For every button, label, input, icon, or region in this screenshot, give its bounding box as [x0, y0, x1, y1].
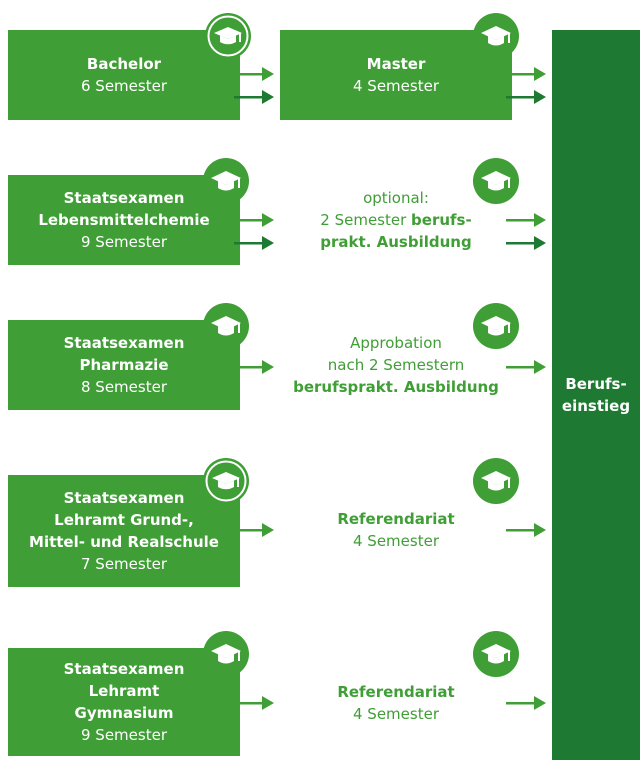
master-title: Master — [366, 55, 426, 73]
lg-duration: 7 Semester — [81, 555, 167, 573]
ref-grund-title: Referendariat — [337, 510, 455, 528]
graduation-cap-icon — [202, 157, 250, 205]
ref-gym-duration: 4 Semester — [353, 705, 439, 723]
arrow-icon — [234, 90, 274, 104]
career-label-line2: einstieg — [561, 397, 631, 415]
arrow-icon — [506, 696, 546, 710]
graduation-cap-icon — [472, 630, 520, 678]
arrow-icon — [506, 213, 546, 227]
graduation-cap-icon — [472, 302, 520, 350]
arrow-icon — [506, 90, 546, 104]
graduation-cap-icon — [204, 12, 252, 60]
arrow-icon — [234, 523, 274, 537]
pharm-mid-line2: nach 2 Semestern — [327, 356, 465, 374]
gym-title-line3: Gymnasium — [74, 704, 174, 722]
pharm-approbation: Approbation nach 2 Semestern berufsprakt… — [280, 330, 512, 400]
master-box: Master 4 Semester — [280, 30, 512, 120]
lg-title-line1: Staatsexamen — [63, 489, 185, 507]
arrow-icon — [234, 236, 274, 250]
arrow-icon — [506, 523, 546, 537]
lehramt-gymnasium-box: Staatsexamen Lehramt Gymnasium 9 Semeste… — [8, 648, 240, 756]
arrow-icon — [506, 236, 546, 250]
lg-title-line3: Mittel- und Realschule — [29, 533, 219, 551]
pharmazie-box: Staatsexamen Pharmazie 8 Semester — [8, 320, 240, 410]
gym-title-line2: Lehramt — [88, 682, 160, 700]
arrow-icon — [234, 67, 274, 81]
arrow-icon — [234, 360, 274, 374]
graduation-cap-icon — [202, 457, 250, 505]
arrow-icon — [506, 67, 546, 81]
lmc-duration: 9 Semester — [81, 233, 167, 251]
career-entry-bar: Berufs- einstieg — [552, 30, 640, 760]
graduation-cap-icon — [472, 157, 520, 205]
pharm-duration: 8 Semester — [81, 378, 167, 396]
arrow-icon — [234, 696, 274, 710]
pharm-title-line1: Staatsexamen — [63, 334, 185, 352]
lmc-mid-line2: 2 Semester berufs- — [320, 209, 471, 231]
lmc-mid-line1: optional: — [363, 189, 429, 207]
graduation-cap-icon — [472, 12, 520, 60]
lmc-title-line2: Lebensmittelchemie — [38, 211, 210, 229]
lmc-mid-line2-normal: 2 Semester — [320, 211, 412, 229]
ref-gym-title: Referendariat — [337, 683, 455, 701]
pharm-title-line2: Pharmazie — [79, 356, 169, 374]
graduation-cap-icon — [472, 457, 520, 505]
lebensmittelchemie-box: Staatsexamen Lebensmittelchemie 9 Semest… — [8, 175, 240, 265]
arrow-icon — [234, 213, 274, 227]
graduation-cap-icon — [202, 630, 250, 678]
gym-title-line1: Staatsexamen — [63, 660, 185, 678]
lmc-mid-line3: prakt. Ausbildung — [320, 233, 472, 251]
lg-title-line2: Lehramt Grund-, — [54, 511, 194, 529]
gym-duration: 9 Semester — [81, 726, 167, 744]
bachelor-box: Bachelor 6 Semester — [8, 30, 240, 120]
career-label-line1: Berufs- — [565, 375, 627, 393]
bachelor-duration: 6 Semester — [81, 77, 167, 95]
arrow-icon — [506, 360, 546, 374]
ref-grund-duration: 4 Semester — [353, 532, 439, 550]
lmc-mid-line2-bold: berufs- — [411, 211, 472, 229]
referendariat-gymnasium: Referendariat 4 Semester — [280, 676, 512, 730]
pharm-mid-line1: Approbation — [350, 334, 442, 352]
bachelor-title: Bachelor — [86, 55, 162, 73]
graduation-cap-icon — [202, 302, 250, 350]
lmc-practical-training: optional: 2 Semester berufs- prakt. Ausb… — [280, 185, 512, 255]
master-duration: 4 Semester — [353, 77, 439, 95]
pharm-mid-line3: berufsprakt. Ausbildung — [293, 378, 499, 396]
lmc-title-line1: Staatsexamen — [63, 189, 185, 207]
referendariat-grundschule: Referendariat 4 Semester — [280, 503, 512, 557]
lehramt-grundschule-box: Staatsexamen Lehramt Grund-, Mittel- und… — [8, 475, 240, 587]
